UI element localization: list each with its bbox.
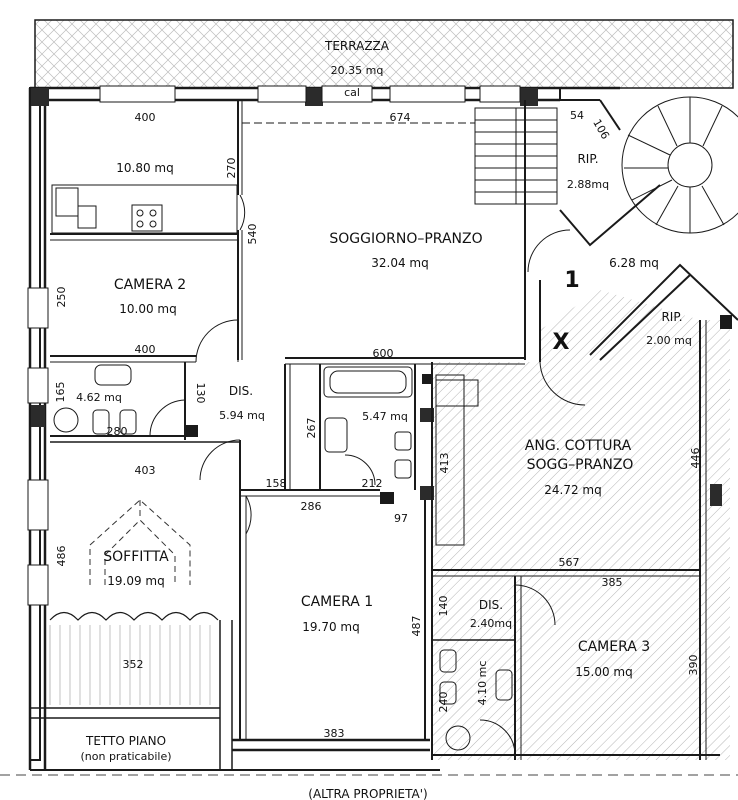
- kitchen-b-name-2: SOGG–PRANZO: [527, 457, 634, 473]
- bedroom-1-dim-side: 487: [410, 616, 423, 637]
- living-dim-bottom: 600: [373, 347, 394, 360]
- living-dim-top: 674: [390, 111, 411, 124]
- bedroom-3-dim-top: 385: [602, 576, 623, 589]
- dark-markers: [186, 315, 732, 504]
- bedroom-2-area: 10.00 mq: [119, 302, 176, 316]
- attic-name: SOFFITTA: [103, 549, 169, 565]
- terrace: [34, 19, 734, 89]
- right-apartment-hatch: [433, 290, 730, 760]
- stair-hall-walls: [539, 99, 738, 362]
- kitchen-b-name-1: ANG. COTTURA: [525, 438, 632, 454]
- storage-1-dim-a: 54: [570, 109, 584, 122]
- bedroom-3-dim-side: 390: [687, 655, 700, 676]
- attic-area: 19.09 mq: [107, 574, 164, 588]
- bedroom-2-dim-side: 250: [55, 287, 68, 308]
- bedroom-1-dim-a: 158: [266, 477, 287, 490]
- stair-hall-area: 6.28 mq: [609, 256, 659, 270]
- bedroom-1-area: 19.70 mq: [302, 620, 359, 634]
- bath-b-dim-bottom: 212: [362, 477, 383, 490]
- kitchen-a-area: 10.80 mq: [116, 161, 173, 175]
- bath-b-dim-side: 267: [305, 418, 318, 439]
- kitchen-b-dim-bottom: 567: [559, 556, 580, 569]
- hall-b-area: 2.40mq: [470, 617, 512, 630]
- top-windows: [99, 85, 521, 103]
- left-windows: [27, 287, 49, 606]
- hall-b-dim-side: 140: [437, 596, 450, 617]
- attic-skylight-outline: [89, 499, 191, 585]
- terrace-area: 20.35 mq: [331, 64, 384, 77]
- kitchen-a-dim-top: 400: [135, 111, 156, 124]
- stair-hall-mark: X: [553, 330, 570, 355]
- boiler-label: cal: [344, 86, 360, 99]
- attic-dim-bottom: 352: [123, 658, 144, 671]
- bedroom-3-area: 15.00 mq: [575, 665, 632, 679]
- storage-1-area: 2.88mq: [567, 178, 609, 191]
- kitchen-b-dim-right: 446: [689, 448, 702, 469]
- door-swings: [149, 194, 586, 756]
- interior-walls: [49, 100, 720, 760]
- bath-c-dim-side: 240: [437, 692, 450, 713]
- bath-a-dim-bottom: 280: [107, 425, 128, 438]
- bedroom-2-name: CAMERA 2: [114, 277, 186, 293]
- living-area: 32.04 mq: [371, 256, 428, 270]
- hall-b-name: DIS.: [479, 598, 503, 612]
- storage-2-name: RIP.: [661, 310, 682, 324]
- attic-lines: [59, 625, 211, 705]
- wall-pillars: [31, 88, 722, 506]
- bath-b-area: 5.47 mq: [362, 410, 408, 423]
- straight-staircase: [474, 107, 558, 205]
- hall-a-dim-side: 130: [194, 383, 207, 404]
- bedroom-1-name: CAMERA 1: [301, 594, 373, 610]
- bedroom-1-dim-c: 97: [394, 512, 408, 525]
- attic-dim-side: 486: [55, 546, 68, 567]
- roof-note: (non praticabile): [80, 750, 171, 763]
- terrace-name: TERRAZZA: [324, 39, 390, 53]
- storage-2-area: 2.00 mq: [646, 334, 692, 347]
- kitchen-a-dim-side: 270: [225, 158, 238, 179]
- roof-name: TETTO PIANO: [85, 734, 166, 748]
- living-name: SOGGIORNO–PRANZO: [329, 231, 482, 247]
- living-dim-side: 540: [246, 224, 259, 245]
- bath-a-area: 4.62 mq: [76, 391, 122, 404]
- fixtures: [51, 184, 513, 751]
- hall-a-area: 5.94 mq: [219, 409, 265, 422]
- labels: TERRAZZA 20.35 mq cal 400 10.80 mq 270 6…: [54, 39, 702, 800]
- bedroom-2-dim-bottom: 400: [135, 343, 156, 356]
- attic-dim-top: 403: [135, 464, 156, 477]
- bath-c-area: 4.10 mc: [476, 661, 489, 706]
- storage-1-dim-b: 106: [590, 117, 612, 142]
- neighbour-label: (ALTRA PROPRIETA'): [308, 787, 427, 800]
- spiral-staircase: [621, 96, 738, 234]
- bedroom-3-name: CAMERA 3: [578, 639, 650, 655]
- bath-a-dim-side: 165: [54, 382, 67, 403]
- storage-1-name: RIP.: [577, 152, 598, 166]
- stair-hall-number: 1: [564, 268, 579, 293]
- hall-a-name: DIS.: [229, 384, 253, 398]
- kitchen-b-dim-left: 413: [438, 453, 451, 474]
- bedroom-1-dim-bottom: 383: [324, 727, 345, 740]
- kitchen-b-area: 24.72 mq: [544, 483, 601, 497]
- bedroom-1-dim-b: 286: [301, 500, 322, 513]
